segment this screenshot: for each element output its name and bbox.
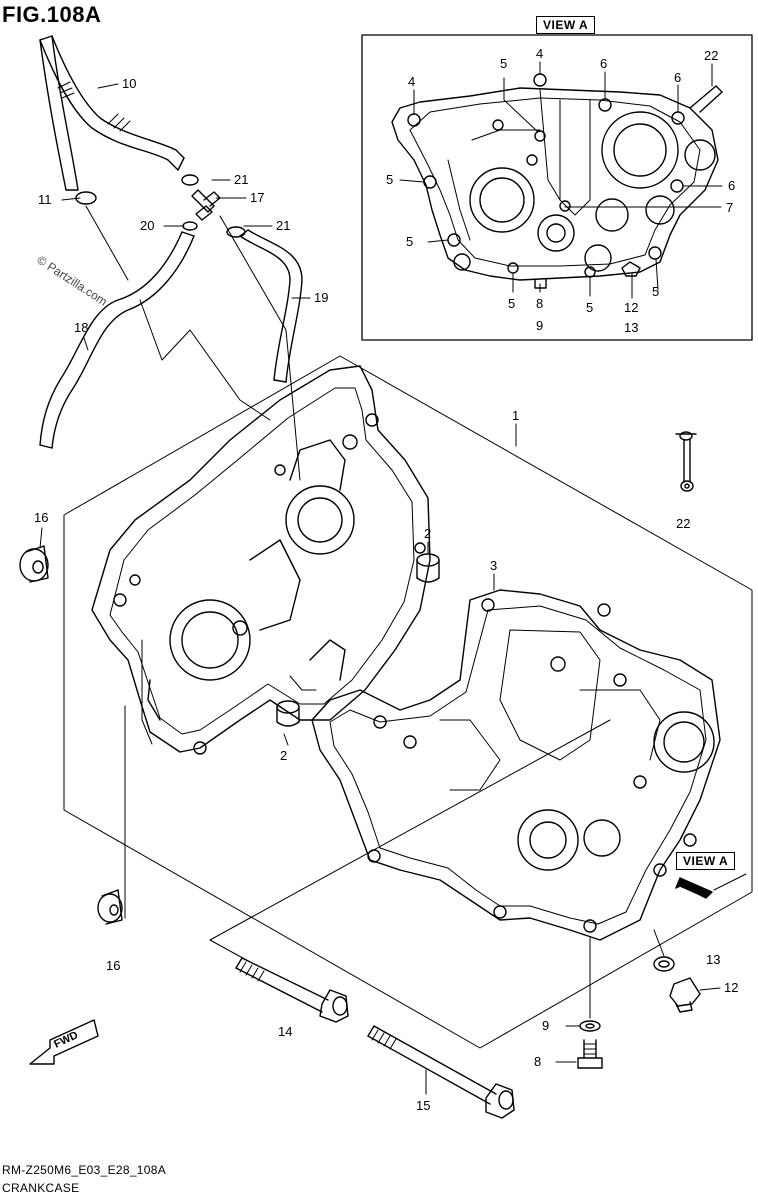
callout-21-lower: 21 [276, 218, 290, 233]
drawing-code: RM-Z250M6_E03_E28_108A [2, 1163, 167, 1177]
callout-13: 13 [706, 952, 720, 967]
drain-plug-part-12 [653, 929, 701, 1013]
watermark: © Partzilla.com [34, 253, 109, 309]
callout-3: 3 [490, 558, 497, 573]
inset-callout-6-a: 6 [600, 56, 607, 71]
inset-callout-9: 9 [536, 318, 543, 333]
inset-callout-7: 7 [726, 200, 733, 215]
callout-1: 1 [512, 408, 519, 423]
view-a-inset-frame [361, 34, 753, 341]
callout-19: 19 [314, 290, 328, 305]
inset-callout-5-bottom-b: 5 [586, 300, 593, 315]
breather-hoses [39, 35, 303, 449]
callout-leaders [39, 83, 721, 1095]
callout-10: 10 [122, 76, 136, 91]
callout-17: 17 [250, 190, 264, 205]
dowel-pin-lower [276, 700, 300, 727]
callout-2-upper: 2 [424, 526, 431, 541]
inset-callout-5-left: 5 [386, 172, 393, 187]
fwd-arrow [29, 1019, 99, 1065]
section-name: CRANKCASE [2, 1181, 80, 1195]
clip-part-22 [675, 431, 697, 492]
inset-callout-6-c: 6 [728, 178, 735, 193]
figure-title: FIG.108A [2, 2, 102, 27]
inset-callout-4-top: 4 [536, 46, 543, 61]
washer-part-9 [579, 1020, 601, 1032]
callout-18: 18 [74, 320, 88, 335]
oil-seal-lower [97, 889, 123, 925]
gasket-part-13 [653, 956, 675, 972]
bolt-part-14 [235, 957, 349, 1023]
bolt-part-15 [367, 1025, 515, 1119]
callout-15: 15 [416, 1098, 430, 1113]
callout-11: 11 [38, 192, 52, 207]
callout-2-lower: 2 [280, 748, 287, 763]
callout-12: 12 [724, 980, 738, 995]
inset-callout-4-left: 4 [408, 74, 415, 89]
dowel-pin-upper [416, 553, 440, 583]
inset-callout-5-lower-left: 5 [406, 234, 413, 249]
crankcase-right-half [311, 589, 721, 941]
view-a-arrow [675, 877, 713, 899]
inset-view-a-label: VIEW A [536, 16, 596, 34]
crankcase-left-half [91, 365, 431, 755]
inset-callout-13: 13 [624, 320, 638, 335]
bolt-part-8 [577, 937, 603, 1069]
inset-callout-8: 8 [536, 296, 543, 311]
callout-9: 9 [542, 1018, 549, 1033]
view-a-crankcase-drawing [391, 73, 723, 289]
inset-callout-12: 12 [624, 300, 638, 315]
inset-callout-6-b: 6 [674, 70, 681, 85]
inset-callout-5-top: 5 [500, 56, 507, 71]
exploded-frame [63, 355, 753, 1049]
callout-21-upper: 21 [234, 172, 248, 187]
view-a-leaders [399, 61, 723, 299]
main-view-a-label: VIEW A [676, 852, 736, 870]
inset-callout-5-bottom-a: 5 [508, 296, 515, 311]
inset-callout-22: 22 [704, 48, 718, 63]
inset-callout-5-right: 5 [652, 284, 659, 299]
callout-22: 22 [676, 516, 690, 531]
callout-14: 14 [278, 1024, 292, 1039]
callout-20: 20 [140, 218, 154, 233]
callout-16-upper: 16 [34, 510, 48, 525]
callout-16-lower: 16 [106, 958, 120, 973]
hose-guide-lines [85, 205, 301, 481]
oil-seal-upper [19, 545, 49, 583]
callout-8: 8 [534, 1054, 541, 1069]
